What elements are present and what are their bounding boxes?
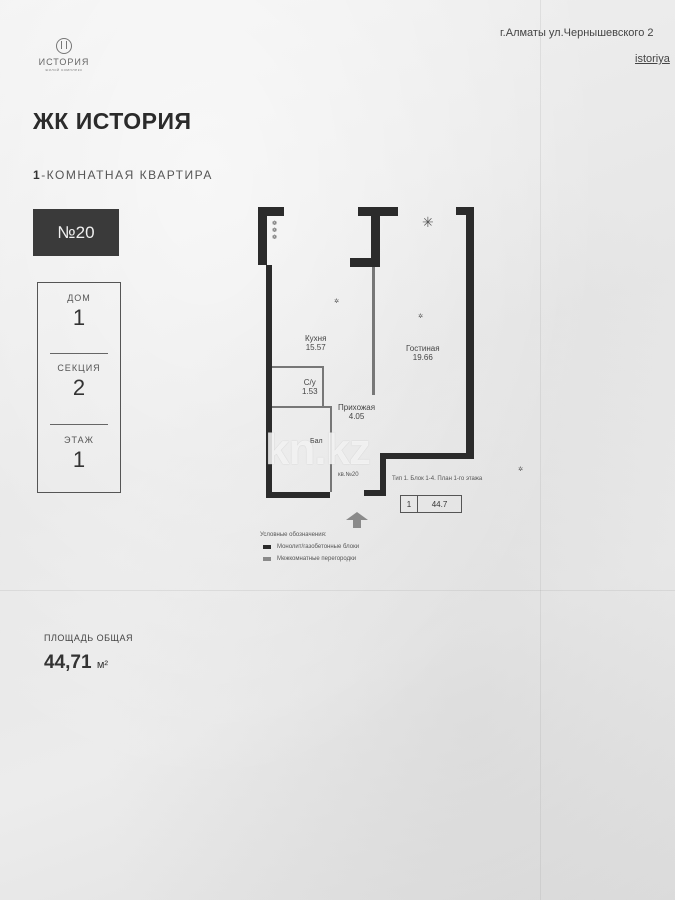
info-floor: ЭТАЖ 1	[38, 435, 120, 473]
info-house: ДОМ 1	[38, 293, 120, 331]
info-box: ДОМ 1 СЕКЦИЯ 2 ЭТАЖ 1	[37, 282, 121, 493]
plan-box-right: 44.7	[417, 496, 461, 512]
address-text: г.Алматы ул.Чернышевского 2	[500, 27, 654, 39]
area-number: 44,71	[44, 652, 92, 673]
plan-caption: Тип 1. Блок 1-4. План 1-го этажа	[392, 476, 483, 482]
room-name: Кухня	[305, 334, 327, 343]
legend-swatch	[263, 557, 271, 561]
legend-label: Межкомнатные перегородки	[277, 556, 357, 562]
info-label: СЕКЦИЯ	[57, 363, 101, 373]
website-link[interactable]: istoriya	[635, 53, 670, 65]
entrance-label: кв.№20	[338, 472, 359, 478]
info-divider	[50, 353, 108, 354]
room-hallway: Прихожая 4.05	[338, 403, 375, 421]
partition	[272, 406, 330, 408]
entrance-arrow-icon	[346, 512, 368, 528]
partition	[330, 406, 332, 492]
partition	[272, 366, 324, 368]
logo-subtitle: жилой комплекс	[45, 67, 83, 72]
partition	[322, 366, 324, 406]
info-divider	[50, 424, 108, 425]
room-bathroom: С/у 1.53	[302, 378, 318, 396]
info-section: СЕКЦИЯ 2	[38, 363, 120, 401]
partition	[372, 267, 375, 395]
wall	[380, 453, 386, 496]
legend-label: Монолит/газобетонные блоки	[277, 544, 360, 550]
room-name: Прихожая	[338, 403, 376, 412]
apartment-type: 1-КОМНАТНАЯ КВАРТИРА	[33, 168, 213, 182]
logo-name: ИСТОРИЯ	[38, 57, 90, 67]
room-living: Гостиная 19.66	[406, 344, 440, 362]
area-value: 44,71 м²	[44, 652, 108, 674]
wall	[258, 207, 284, 216]
info-label: ДОМ	[67, 293, 91, 303]
wall	[266, 265, 272, 498]
plan-box-left: 1	[406, 499, 412, 509]
watermark: kn.kz	[265, 425, 371, 474]
room-name: Гостиная	[406, 344, 440, 353]
wall	[456, 207, 474, 215]
info-label: ЭТАЖ	[64, 435, 94, 445]
wall	[380, 453, 474, 459]
brand-logo: ИСТОРИЯ жилой комплекс	[36, 38, 92, 72]
light-icon: ✲	[518, 467, 524, 473]
info-value: 1	[72, 305, 86, 330]
paper-crease	[540, 0, 541, 900]
legend-title: Условные обозначения:	[260, 532, 327, 538]
wall	[258, 207, 267, 265]
area-unit: м²	[96, 659, 109, 671]
paper-crease	[0, 590, 675, 591]
apartment-type-text: -КОМНАТНАЯ КВАРТИРА	[41, 168, 213, 182]
wall	[350, 258, 378, 267]
wall	[466, 207, 474, 457]
room-area: 15.57	[305, 343, 326, 352]
legend-item: Межкомнатные перегородки	[263, 556, 356, 562]
light-icon: ✲	[334, 299, 340, 305]
room-balcony-hint: Бал	[310, 438, 323, 445]
stove-icon: ❁❁❁	[272, 221, 278, 241]
lamp-icon: ✳	[422, 214, 434, 230]
plan-summary-box: 1 44.7	[400, 495, 462, 513]
room-area: 19.66	[412, 353, 433, 362]
room-count: 1	[33, 168, 42, 182]
info-value: 1	[72, 447, 86, 472]
room-area: 1.53	[302, 387, 318, 396]
wall	[364, 490, 386, 496]
info-value: 2	[72, 375, 86, 400]
room-name: С/у	[303, 378, 316, 387]
floor-plan: ❁❁❁ ✳ ✲ ✲ ✲ Кухня 15.57 Гостиная 19.66 С…	[250, 200, 530, 580]
legend-swatch	[263, 545, 271, 549]
wall	[266, 492, 330, 498]
apartment-number-badge: №20	[33, 209, 119, 256]
light-icon: ✲	[418, 314, 424, 320]
room-kitchen: Кухня 15.57	[305, 334, 326, 352]
logo-emblem-icon	[56, 38, 72, 54]
area-label: ПЛОЩАДЬ ОБЩАЯ	[44, 633, 133, 643]
legend-item: Монолит/газобетонные блоки	[263, 544, 359, 550]
room-area: 4.05	[348, 412, 365, 421]
wall	[371, 207, 380, 267]
page-title: ЖК ИСТОРИЯ	[33, 108, 192, 134]
